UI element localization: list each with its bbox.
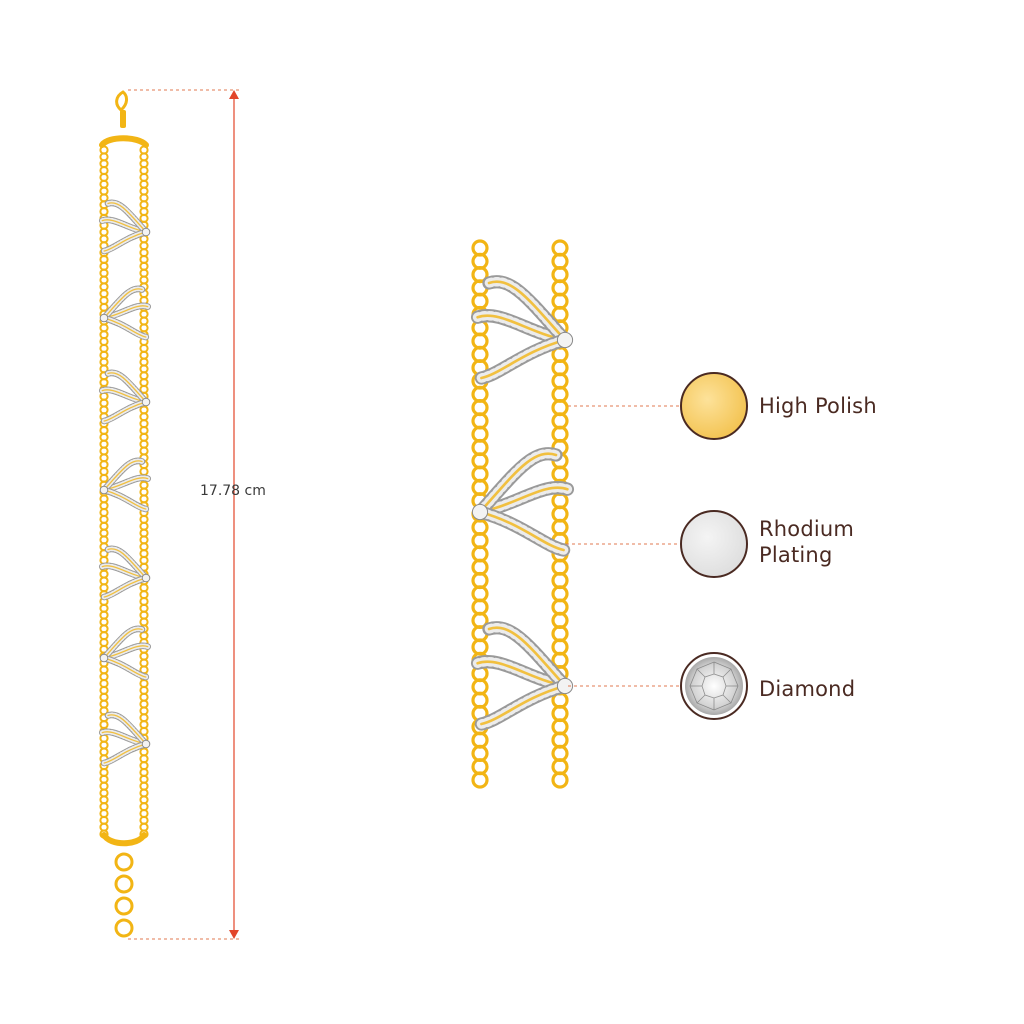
- material-name: Diamond: [759, 677, 856, 701]
- full-bracelet-image: [98, 90, 152, 938]
- length-measurement: [128, 89, 240, 940]
- material-name: High Polish: [759, 394, 877, 418]
- gold-swatch: [680, 372, 748, 440]
- arrow-down-icon: [229, 930, 239, 939]
- material-label-rhodium-plating: Rhodium Plating: [759, 516, 854, 568]
- rhodium-swatch: [680, 510, 748, 578]
- material-label-high-polish: High Polish: [759, 393, 877, 419]
- material-name-line2: Plating: [759, 543, 833, 567]
- bracelet-closeup-image: [470, 239, 575, 789]
- arrow-up-icon: [229, 90, 239, 99]
- material-leader-lines: [566, 405, 680, 687]
- length-label: 17.78 cm: [200, 483, 266, 499]
- material-name-line1: Rhodium: [759, 517, 855, 541]
- diamond-swatch: [680, 652, 748, 720]
- material-label-diamond: Diamond: [759, 676, 855, 702]
